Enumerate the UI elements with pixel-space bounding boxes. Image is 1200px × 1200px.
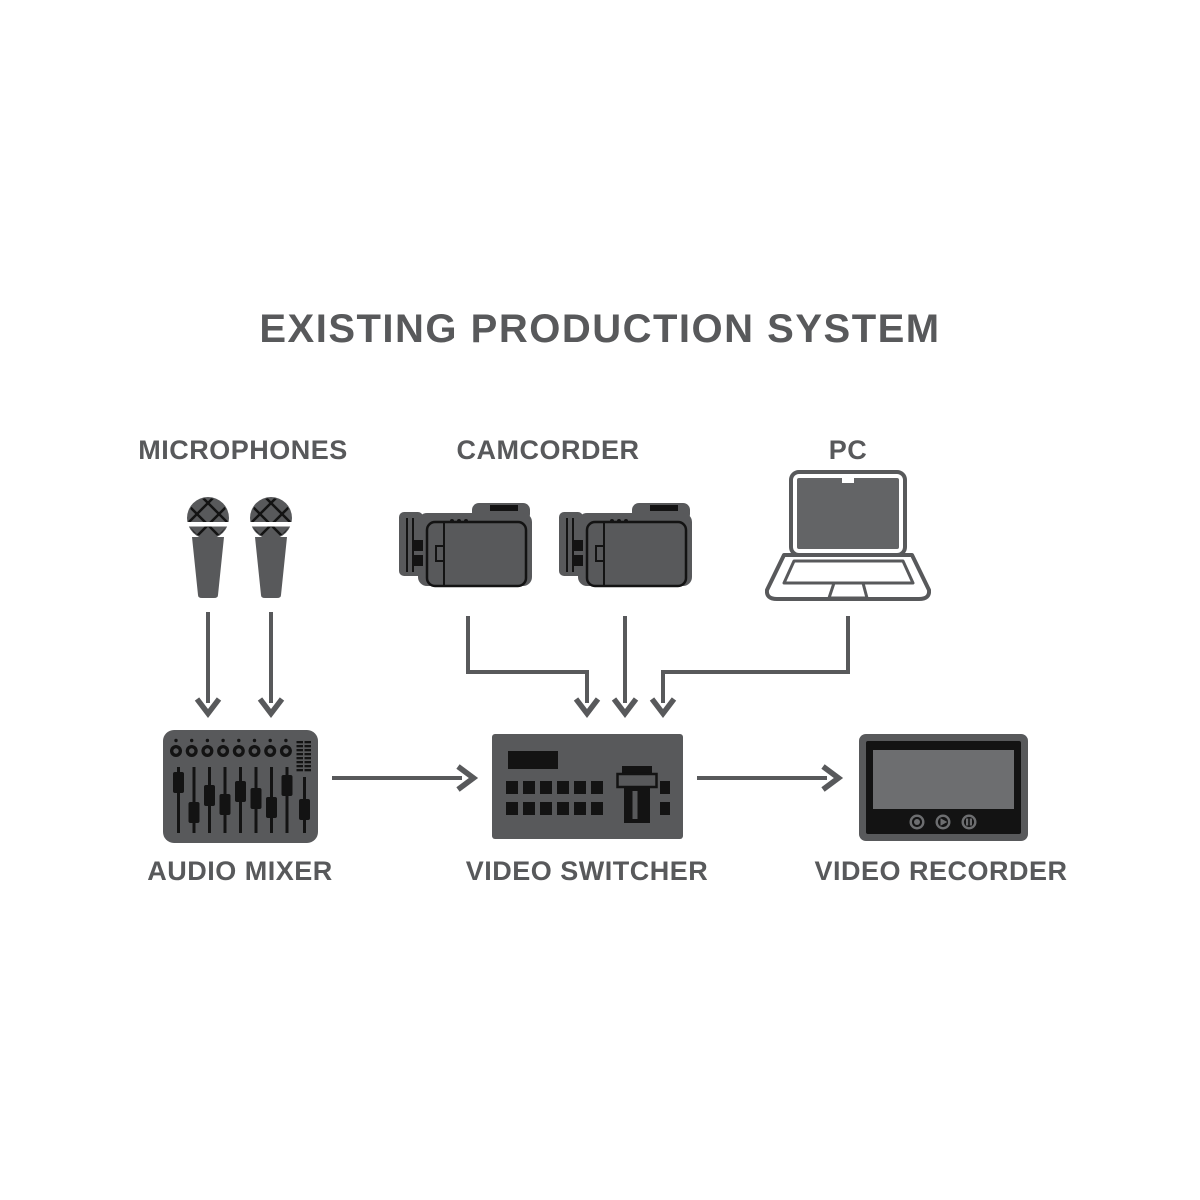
arrowhead-down-icon xyxy=(573,697,601,719)
arrow-cam1-to-switcher xyxy=(466,616,589,703)
arrowhead-right-icon xyxy=(456,764,479,792)
pc-label: PC xyxy=(828,435,868,465)
arrowhead-down-icon xyxy=(257,697,285,719)
microphones-label: MICROPHONES xyxy=(138,435,348,465)
page-title: EXISTING PRODUCTION SYSTEM xyxy=(259,307,941,351)
camcorder-label: CAMCORDER xyxy=(456,435,640,465)
arrowhead-right-icon xyxy=(821,764,844,792)
video-switcher-label: VIDEO SWITCHER xyxy=(465,856,709,886)
video-recorder-label: VIDEO RECORDER xyxy=(814,856,1068,886)
arrowhead-down-icon xyxy=(194,697,222,719)
arrow-pc-to-switcher xyxy=(661,616,850,703)
arrowhead-down-icon xyxy=(611,697,639,719)
arrowhead-down-icon xyxy=(649,697,677,719)
audio-mixer-label: AUDIO MIXER xyxy=(147,856,333,886)
